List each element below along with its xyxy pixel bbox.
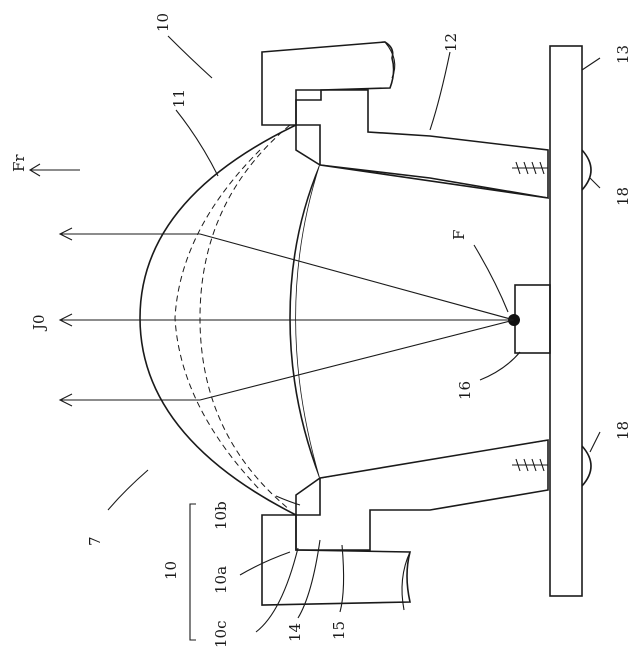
housing-top-flange: [262, 42, 395, 125]
label-18-bottom: 18: [614, 421, 632, 440]
label-j0: J0: [30, 314, 48, 332]
label-11: 11: [170, 89, 188, 108]
housing-bottom-flange: [262, 515, 410, 610]
board-13: [550, 46, 582, 596]
label-10a: 10a: [212, 566, 230, 594]
label-10b: 10b: [212, 501, 230, 530]
front-direction-arrow: [30, 164, 80, 176]
label-18-top: 18: [614, 187, 632, 206]
label-10c: 10c: [212, 621, 230, 649]
screw-18-top: [512, 150, 591, 190]
label-7: 7: [86, 536, 104, 546]
label-14: 14: [286, 623, 304, 642]
label-13: 13: [614, 45, 632, 64]
label-16: 16: [456, 381, 474, 400]
screw-18-bottom: [512, 446, 591, 486]
label-f: F: [450, 230, 468, 240]
label-15: 15: [330, 621, 348, 640]
label-fr: Fr: [10, 154, 28, 172]
label-12: 12: [442, 33, 460, 52]
label-10-top: 10: [154, 13, 172, 32]
label-10-bottom: 10: [162, 561, 180, 580]
